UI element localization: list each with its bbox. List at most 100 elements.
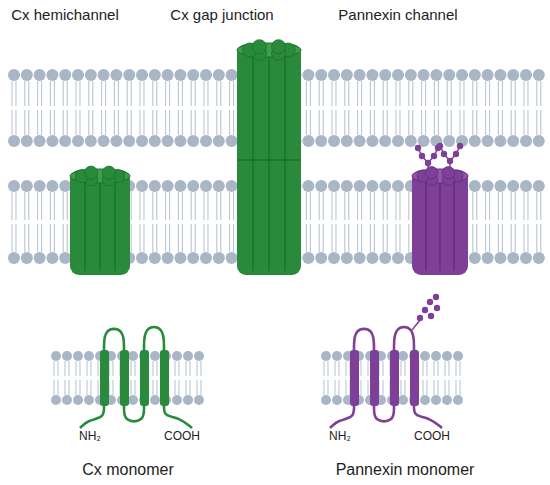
lipid-tail — [134, 361, 135, 376]
lipid-tail — [395, 192, 396, 220]
lipid-tail — [134, 380, 135, 395]
lipid-tail — [207, 224, 208, 252]
lipid-tail — [540, 110, 541, 135]
monomer-membrane — [321, 351, 463, 405]
lipid-tail — [345, 361, 346, 376]
lipid-tail — [75, 110, 76, 135]
lipid-tail — [169, 81, 170, 106]
lipid-tail — [152, 361, 153, 376]
lipid-head — [533, 180, 545, 192]
channel-label: Pannexin channel — [338, 7, 457, 24]
lipid-head — [302, 180, 314, 192]
lipid-tail — [97, 380, 98, 395]
lipid-tail — [438, 110, 439, 135]
lipid-head — [59, 252, 71, 264]
lipid-head — [442, 351, 452, 361]
lipid-head — [62, 351, 72, 361]
lipid-head — [8, 69, 20, 81]
lipid-head — [302, 135, 314, 147]
lipid-head — [8, 252, 20, 264]
lipid-tail — [335, 81, 336, 106]
lipid-head — [494, 135, 506, 147]
lipid-tail — [152, 224, 153, 252]
lipid-tail — [348, 110, 349, 135]
lipid-tail — [434, 81, 435, 106]
lipid-tail — [68, 380, 69, 395]
lipid-tail — [319, 224, 320, 252]
lipid-head — [420, 395, 430, 405]
lipid-tail — [331, 81, 332, 106]
lipid-head — [213, 69, 225, 81]
lipid-head — [469, 252, 481, 264]
lipid-tail — [152, 110, 153, 135]
lipid-head — [405, 69, 417, 81]
lipid-head — [469, 69, 481, 81]
lipid-tail — [189, 361, 190, 376]
lipid-head — [328, 135, 340, 147]
lipid-head — [46, 252, 58, 264]
lipid-head — [533, 135, 545, 147]
lipid-head — [494, 180, 506, 192]
lipid-head — [187, 135, 199, 147]
lipid-tail — [515, 110, 516, 135]
pannexin-channel — [412, 167, 468, 275]
lipid-tail — [200, 380, 201, 395]
lipid-head — [482, 180, 494, 192]
lipid-tail — [75, 380, 76, 395]
lipid-head — [200, 180, 212, 192]
lipid-head — [354, 180, 366, 192]
lipid-tail — [28, 81, 29, 106]
lipid-head — [392, 135, 404, 147]
lipid-tail — [344, 224, 345, 252]
lipid-tail — [114, 110, 115, 135]
lipid-tail — [489, 192, 490, 220]
lipid-tail — [196, 380, 197, 395]
lipid-head — [183, 351, 193, 361]
lipid-head — [51, 395, 61, 405]
lipid-tail — [370, 81, 371, 106]
lipid-tail — [220, 81, 221, 106]
lipid-tail — [523, 192, 524, 220]
channel-label: Cx hemichannel — [11, 7, 119, 24]
lipid-head — [72, 69, 84, 81]
lipid-tail — [374, 224, 375, 252]
lipid-tail — [323, 192, 324, 220]
lipid-tail — [15, 110, 16, 135]
lipid-head — [213, 180, 225, 192]
lipid-tail — [472, 110, 473, 135]
lipid-tail — [527, 224, 528, 252]
lipid-tail — [233, 110, 234, 135]
lipid-tail — [400, 380, 401, 395]
lipid-head — [34, 252, 46, 264]
lipid-tail — [370, 192, 371, 220]
lipid-tail — [383, 110, 384, 135]
lipid-tail — [156, 110, 157, 135]
terminus-label: NH₂ — [79, 430, 101, 443]
lipid-head — [98, 135, 110, 147]
lipid-tail — [131, 192, 132, 220]
lipid-tail — [498, 192, 499, 220]
lipid-tail — [395, 110, 396, 135]
lipid-tail — [502, 110, 503, 135]
lipid-tail — [515, 224, 516, 252]
lipid-tail — [118, 110, 119, 135]
lipid-tail — [399, 192, 400, 220]
lipid-tail — [41, 224, 42, 252]
lipid-tail — [422, 380, 423, 395]
lipid-head — [59, 135, 71, 147]
lipid-tail — [191, 81, 192, 106]
lipid-tail — [502, 192, 503, 220]
lipid-tail — [114, 81, 115, 106]
lipid-tail — [459, 81, 460, 106]
lipid-head — [507, 69, 519, 81]
lipid-head — [392, 180, 404, 192]
lipid-tail — [374, 192, 375, 220]
lipid-tail — [67, 224, 68, 252]
lipid-head — [187, 69, 199, 81]
lipid-tail — [367, 380, 368, 395]
lipid-tail — [310, 81, 311, 106]
pannexin-monomer — [330, 294, 442, 428]
lipid-tail — [165, 192, 166, 220]
lipid-tail — [502, 81, 503, 106]
lipid-head — [430, 69, 442, 81]
